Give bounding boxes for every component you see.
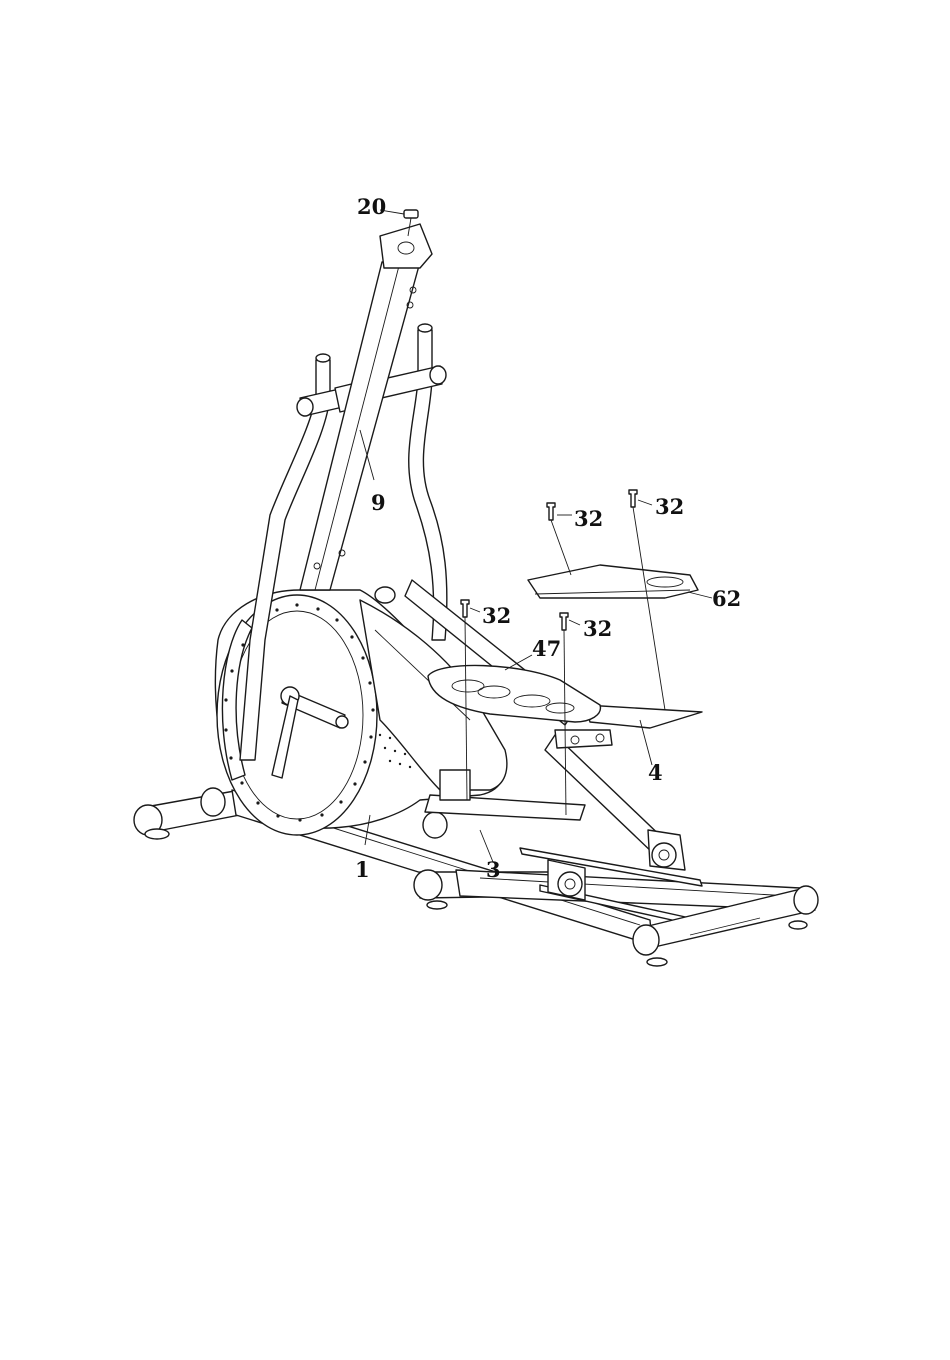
callout-32-b: 32 [655, 494, 684, 519]
callout-3: 3 [486, 857, 501, 882]
callout-47: 47 [532, 636, 561, 661]
callout-1: 1 [355, 857, 370, 882]
callout-20: 20 [357, 194, 386, 219]
callout-32-a: 32 [574, 506, 603, 531]
callout-62: 62 [712, 586, 741, 611]
callout-32-c: 32 [482, 603, 511, 628]
callout-4: 4 [648, 760, 663, 785]
callout-9: 9 [371, 490, 386, 515]
callout-32-d: 32 [583, 616, 612, 641]
